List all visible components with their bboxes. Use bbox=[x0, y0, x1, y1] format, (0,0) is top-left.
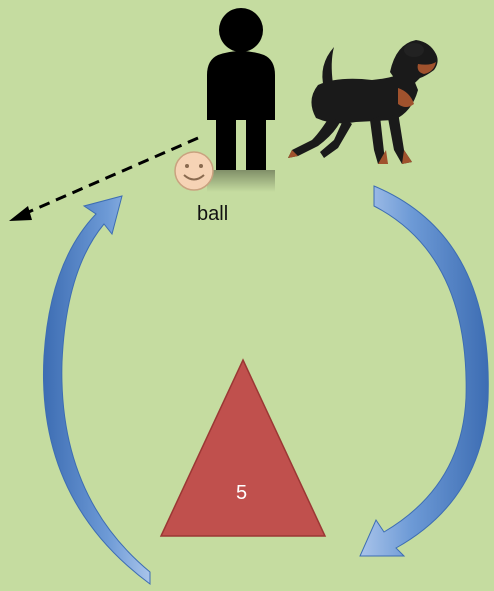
rottweiler-dog-image bbox=[288, 40, 438, 164]
left-curved-arrow-icon bbox=[42, 195, 151, 585]
triangle-number-label: 5 bbox=[236, 482, 248, 504]
red-triangle-shape bbox=[159, 358, 327, 537]
smiley-ball-icon bbox=[174, 151, 214, 191]
right-curved-arrow-icon bbox=[359, 185, 489, 557]
ball-label: ball bbox=[197, 203, 229, 225]
person-silhouette-icon bbox=[207, 8, 275, 192]
dashed-arrow-icon bbox=[9, 136, 199, 221]
